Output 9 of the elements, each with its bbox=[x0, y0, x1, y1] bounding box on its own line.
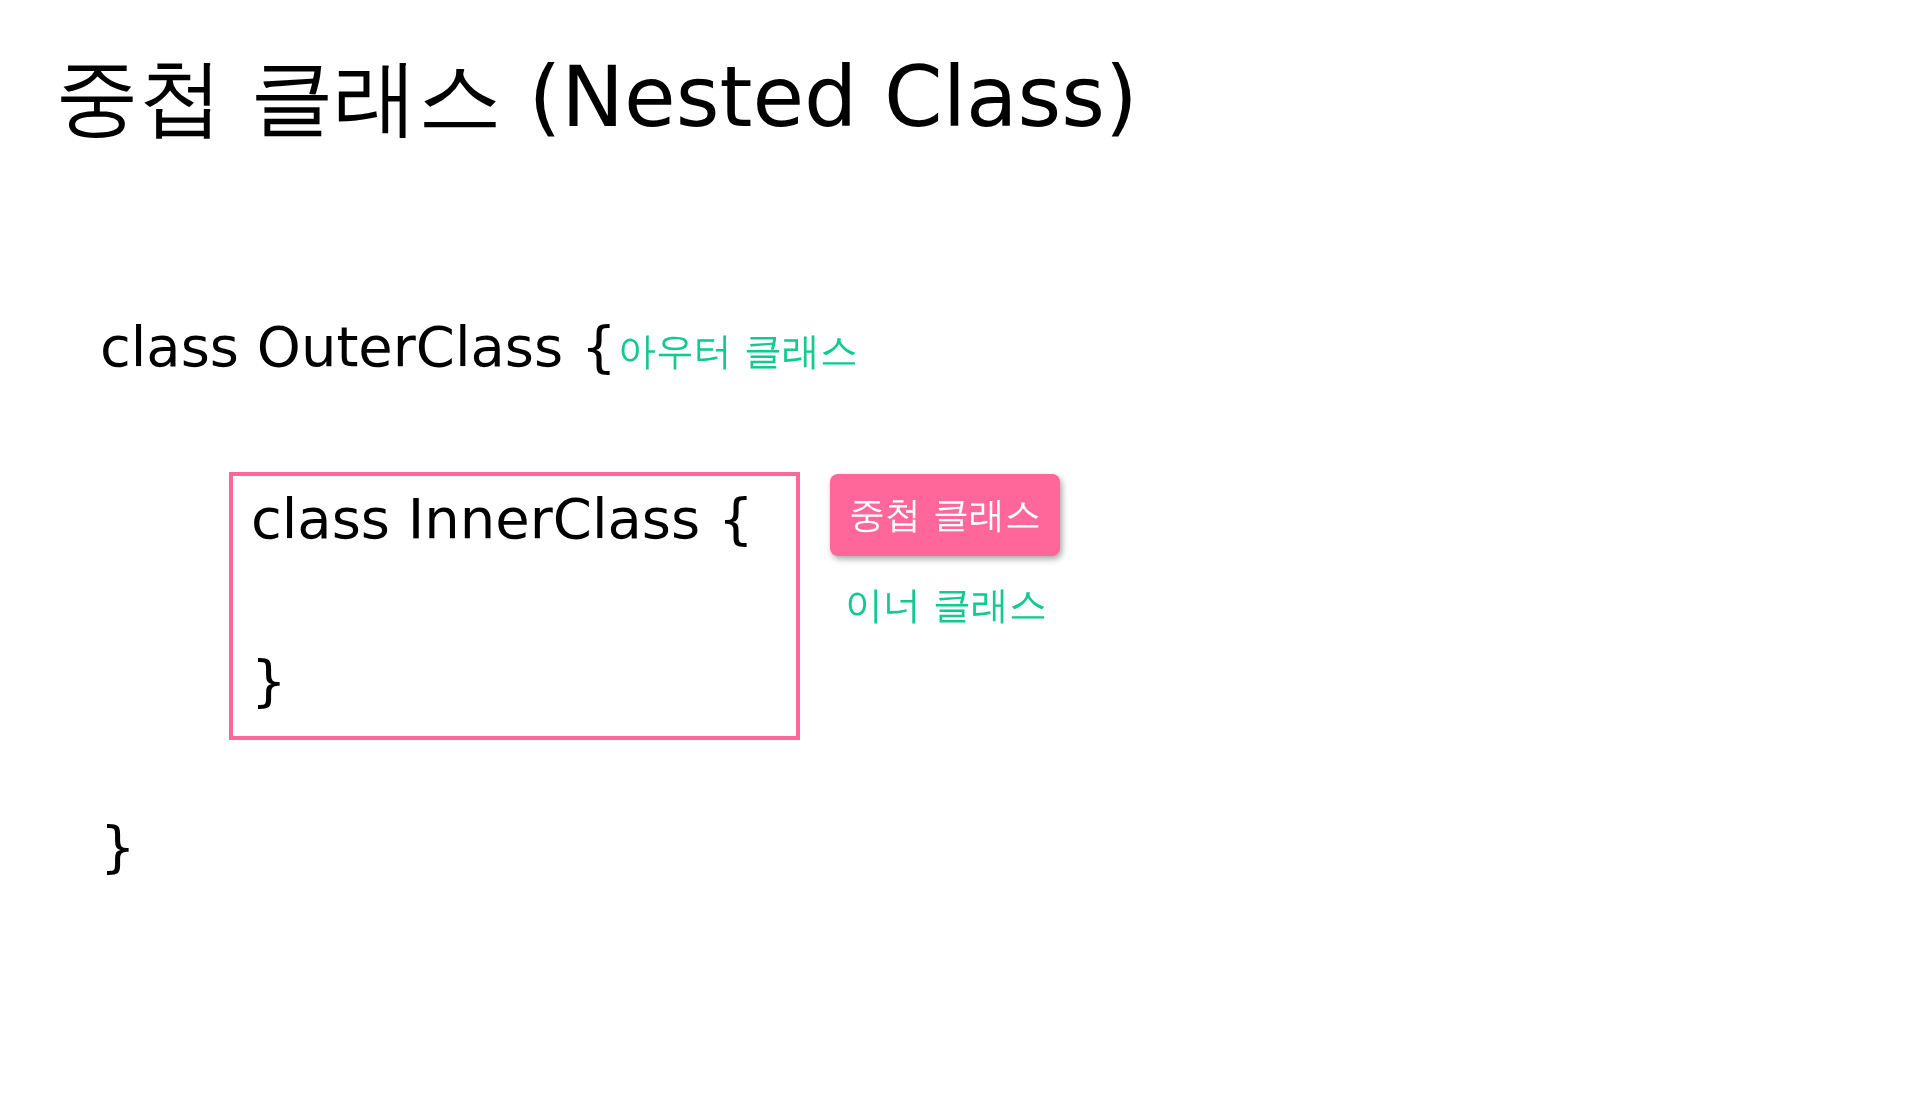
slide-title: 중첩 클래스 (Nested Class) bbox=[55, 47, 1138, 148]
highlight-box bbox=[229, 472, 800, 740]
code-line: class InnerClass { bbox=[251, 485, 754, 553]
code-line: } bbox=[100, 813, 136, 881]
annotation-text: 이너 클래스 bbox=[845, 582, 1048, 629]
code-line: class OuterClass { bbox=[100, 313, 617, 381]
annotation-text: 아우터 클래스 bbox=[618, 328, 859, 375]
code-line: } bbox=[251, 647, 287, 715]
tag-badge: 중첩 클래스 bbox=[830, 474, 1060, 556]
